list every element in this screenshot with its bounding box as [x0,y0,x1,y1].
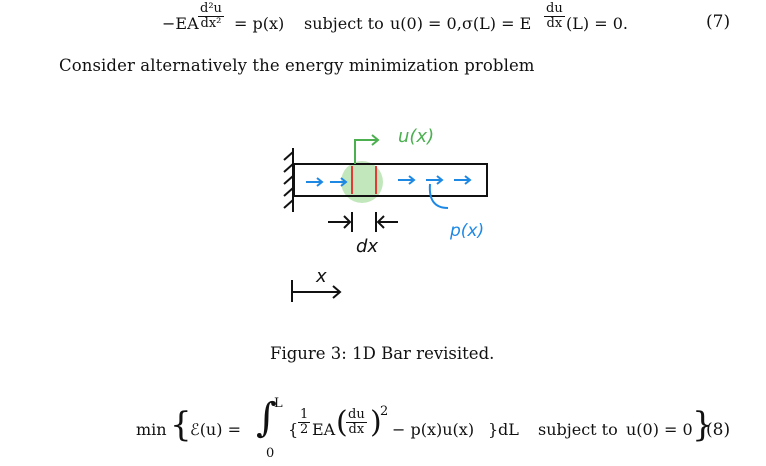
bar-figure: p(x) u(x) dx x [283,126,488,302]
body-paragraph: Consider alternatively the energy minimi… [59,56,535,75]
load-label: p(x) [449,221,484,241]
equation-8: min { ℰ(u) = ∫ L 0 { 1 2 EA ( du dx ) 2 … [136,396,766,462]
eq7-boundary-condition-2-rhs: (L) = 0. [566,14,628,33]
eq7-frac1-numerator: d²u [198,1,224,17]
eq8-inner-left-brace: { [288,420,299,439]
internal-force-arrows [306,175,472,187]
eq8-boundary-condition: u(0) = 0 [626,420,693,439]
integral-sign: ∫ [256,395,277,441]
eq8-du-dx-fraction: du dx [346,408,367,436]
eq8-dL: dL [498,420,519,439]
displacement-arrow-icon [354,134,380,164]
half-numerator: 1 [298,407,311,423]
equation-number-7: (7) [706,12,731,32]
eq7-frac2-numerator: du [544,1,565,17]
eq8-energy: ℰ(u) = [190,420,241,439]
eq8-half-fraction: 1 2 [298,407,311,437]
eq8-right-brace: } [692,405,714,445]
eq7-fraction-d2u-dx2: d²u dx² [198,2,224,30]
x-axis-arrow-icon [291,280,342,302]
dx-dimension-icon [328,212,398,232]
half-denominator: 2 [300,421,309,437]
eq7-rhs: = p(x) [234,14,285,33]
eq8-right-paren: ) [370,405,382,440]
du-numerator: du [346,407,367,423]
eq8-inner-right-brace: } [488,420,499,439]
eq7-boundary-condition-1: u(0) = 0, [390,14,462,33]
integral-upper-limit: L [274,396,283,411]
eq7-subject-to: subject to [304,14,384,33]
eq8-subject-to: subject to [538,420,618,439]
eq8-min: min [136,420,167,439]
eq7-fraction-du-dx: du dx [544,2,565,30]
du-denominator: dx [348,421,365,437]
figure-caption: Figure 3: 1D Bar revisited. [270,344,495,363]
equation-7: −EA d²u dx² = p(x) subject to u(0) = 0, … [162,2,762,48]
eq8-ea: EA [312,420,336,439]
eq7-frac2-denominator: dx [546,15,563,31]
integral-lower-limit: 0 [266,446,275,461]
eq8-left-brace: { [170,405,192,445]
eq7-lhs-prefix: −EA [162,14,199,33]
load-leader-line [428,183,449,209]
eq8-power: 2 [380,404,389,419]
eq7-boundary-condition-2-lhs: σ(L) = E [462,14,532,33]
equation-number-8: (8) [706,420,731,440]
displacement-label: u(x) [398,126,434,147]
eq8-left-paren: ( [336,405,348,440]
fixed-support-icon [283,148,294,212]
eq7-frac1-denominator: dx² [200,15,222,31]
eq8-rest: − p(x)u(x) [392,420,475,439]
dx-label: dx [356,236,378,257]
x-axis-label: x [315,266,327,287]
